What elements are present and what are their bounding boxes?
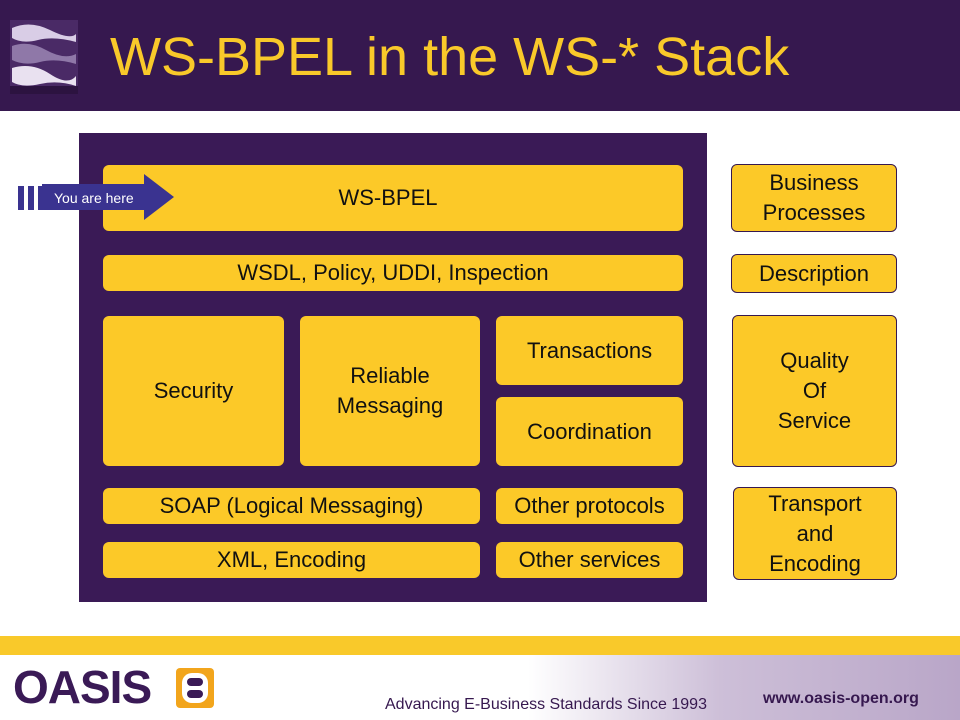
xml-encoding-layer: XML, Encoding xyxy=(103,542,480,578)
other-services-box: Other services xyxy=(496,542,683,578)
footer-tagline: Advancing E-Business Standards Since 199… xyxy=(385,696,707,713)
ws-bpel-layer: WS-BPEL xyxy=(103,165,683,231)
transport-encoding-label: Transport and Encoding xyxy=(733,487,897,580)
reliable-messaging-box: Reliable Messaging xyxy=(300,316,480,466)
soap-layer: SOAP (Logical Messaging) xyxy=(103,488,480,524)
corner-logo-icon xyxy=(10,20,78,94)
oasis-logo-text: OASIS xyxy=(13,661,152,713)
oasis-logo-icon xyxy=(176,668,214,708)
description-layer: WSDL, Policy, UDDI, Inspection xyxy=(103,255,683,291)
footer-strip xyxy=(0,636,960,655)
business-processes-label: Business Processes xyxy=(731,164,897,232)
security-box: Security xyxy=(103,316,284,466)
transactions-box: Transactions xyxy=(496,316,683,385)
coordination-box: Coordination xyxy=(496,397,683,466)
you-are-here-label: You are here xyxy=(54,190,134,206)
other-protocols-box: Other protocols xyxy=(496,488,683,524)
ws-bpel-label: WS-BPEL xyxy=(338,185,438,210)
you-are-here-arrow-icon xyxy=(18,174,174,220)
slide-title: WS-BPEL in the WS-* Stack xyxy=(110,27,790,87)
quality-of-service-label: Quality Of Service xyxy=(732,315,897,467)
header-bar xyxy=(0,0,960,111)
footer-url-link[interactable]: www.oasis-open.org xyxy=(763,690,919,707)
description-category-label: Description xyxy=(731,254,897,293)
footer-bar xyxy=(0,655,960,720)
